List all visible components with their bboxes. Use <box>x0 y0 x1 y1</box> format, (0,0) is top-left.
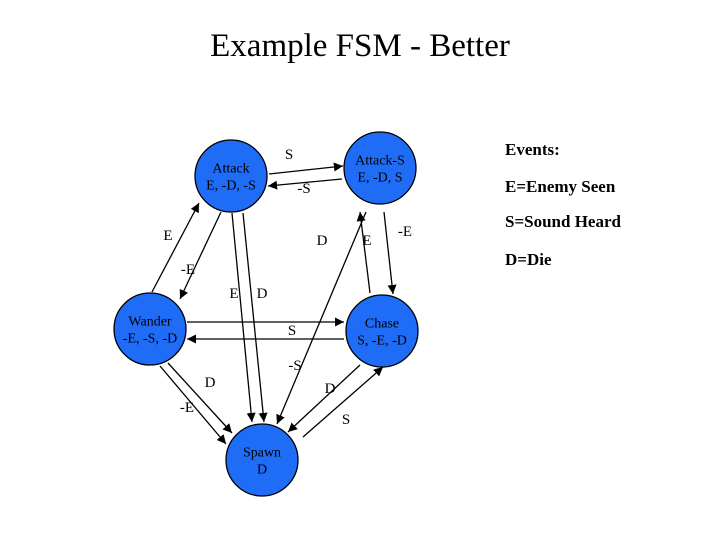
state-label: E, -D, S <box>357 171 402 186</box>
state-node-attack-s: Attack-S E, -D, S <box>343 131 417 205</box>
transition-label: S <box>342 412 350 428</box>
transition-arrow <box>231 212 256 423</box>
transition-label: D <box>257 286 268 302</box>
transition-arrow <box>167 362 233 434</box>
state-circle <box>343 131 417 205</box>
transition-label: -S <box>297 181 310 197</box>
transition-label: E <box>362 233 371 249</box>
state-circle <box>113 292 187 366</box>
state-label: Spawn <box>243 446 281 461</box>
transition-label: D <box>317 233 328 249</box>
transition-label: -E <box>398 224 412 240</box>
state-label: Attack <box>212 162 249 177</box>
state-label: Chase <box>365 317 399 332</box>
transition-label: D <box>325 381 336 397</box>
state-circle <box>225 423 299 497</box>
transition-arrow <box>151 202 200 293</box>
transition-arrow <box>179 211 222 300</box>
state-label: S, -E, -D <box>357 334 407 349</box>
transition-label: E <box>229 286 238 302</box>
transition-arrow <box>159 365 227 445</box>
legend-event: S=Sound Heard <box>505 212 621 231</box>
legend-heading: Events: <box>505 140 560 159</box>
transition-label: S <box>285 147 293 163</box>
state-label: Wander <box>128 315 172 330</box>
legend-event: D=Die <box>505 250 552 269</box>
state-label: D <box>257 463 267 478</box>
state-label: -E, -S, -D <box>123 332 177 347</box>
state-node-wander: Wander -E, -S, -D <box>113 292 187 366</box>
transition-label: S <box>288 323 296 339</box>
transition-label: E <box>163 228 172 244</box>
transition-arrow <box>287 364 361 433</box>
legend-event: E=Enemy Seen <box>505 177 616 196</box>
state-label: E, -D, -S <box>206 179 256 194</box>
transition-label: -E <box>181 262 195 278</box>
transition-arrow <box>242 212 268 423</box>
state-circle <box>194 139 268 213</box>
transition-arrow <box>356 211 371 294</box>
transition-arrow <box>276 211 367 425</box>
transition-label: D <box>205 375 216 391</box>
transition-label: -S <box>288 358 301 374</box>
transition-arrow <box>267 178 343 190</box>
transition-arrow <box>302 366 384 438</box>
transition-arrow <box>268 162 344 175</box>
state-circle <box>345 294 419 368</box>
transition-arrow <box>383 211 397 295</box>
state-node-chase: Chase S, -E, -D <box>345 294 419 368</box>
transition-label: -E <box>180 400 194 416</box>
state-label: Attack-S <box>355 154 405 169</box>
slide-title: Example FSM - Better <box>210 28 510 64</box>
state-node-attack: Attack E, -D, -S <box>194 139 268 213</box>
